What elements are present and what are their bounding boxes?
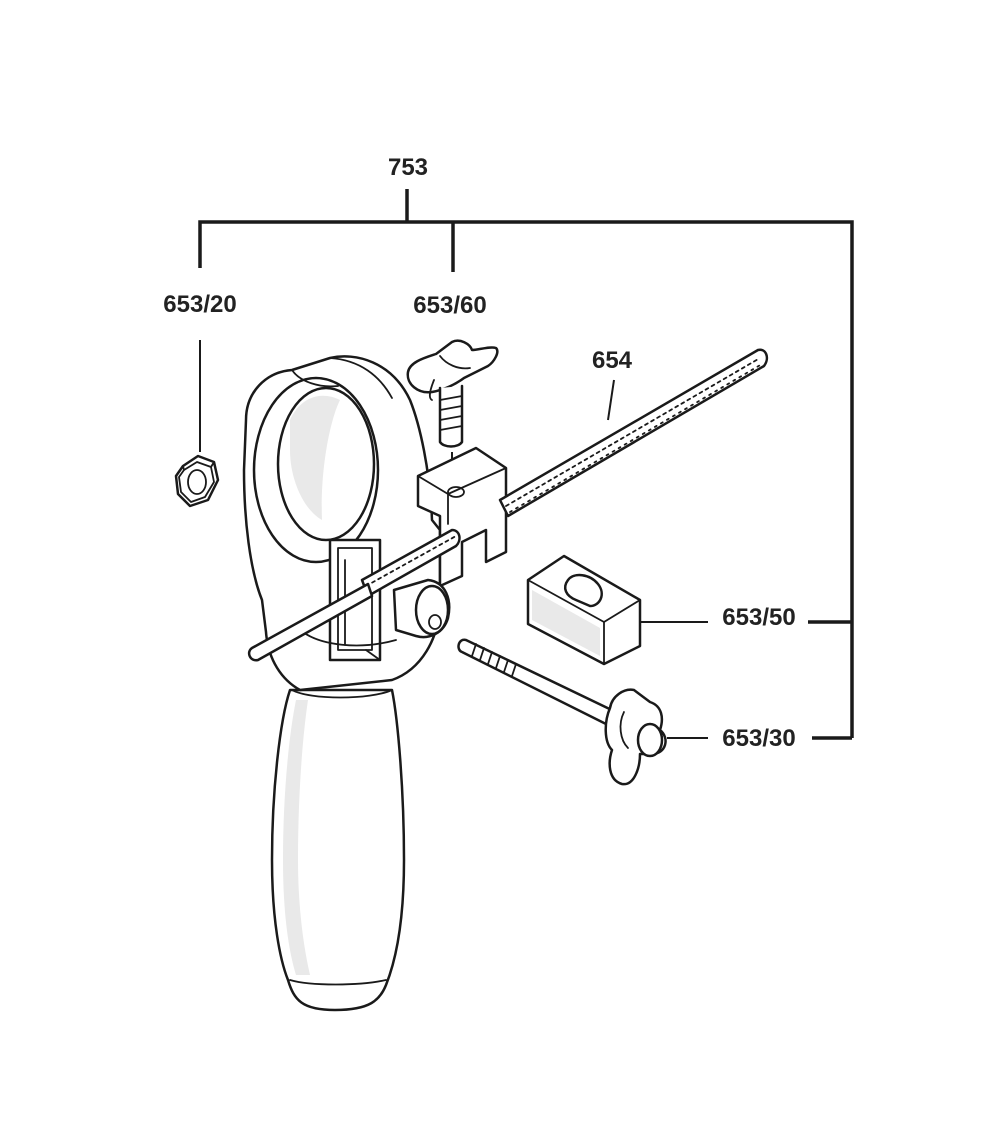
label-654: 654 (592, 347, 633, 374)
label-653-60: 653/60 (413, 292, 486, 319)
handle-collar-ring (242, 355, 442, 692)
label-653-50: 653/50 (722, 604, 795, 631)
collar-knob (392, 578, 451, 639)
clamp-block-653-50 (526, 554, 642, 666)
label-653-20: 653/20 (163, 291, 236, 318)
depth-rod-654 (247, 348, 769, 662)
handle-grip (270, 688, 406, 1012)
hex-nut-653-20 (174, 454, 220, 508)
wing-screw-653-60 (406, 339, 499, 448)
label-653-30: 653/30 (722, 725, 795, 752)
label-753: 753 (388, 154, 428, 181)
assembly-bracket (198, 189, 854, 740)
clamp-screw-653-30 (457, 638, 667, 786)
